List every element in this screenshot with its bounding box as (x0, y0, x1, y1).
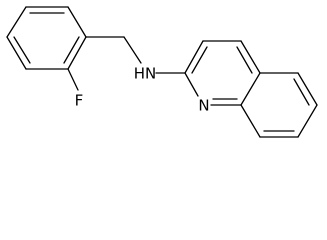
bond-ring1-f (6, 6, 27, 38)
atom-label-ring-nitrogen: N (198, 97, 209, 115)
fluorobenzene-ring (6, 6, 87, 70)
bond-carbon-fluorine (67, 68, 79, 91)
bond-q-c4-c4a (240, 40, 261, 74)
bond-q-n1-c2 (184, 72, 199, 97)
atom-label-amine: HN (134, 65, 157, 83)
bond-ring1-e-double (13, 36, 31, 64)
bond-q-c2-c3 (184, 40, 204, 74)
bond-q-c6-c7 (297, 104, 318, 138)
bond-q-c8-c8a (240, 104, 261, 138)
bond-q-c4-c4a-double (236, 46, 253, 74)
bond-ring1-c (67, 36, 87, 70)
bond-q-c2-c3-double (191, 46, 208, 74)
chemical-structure-diagram: F HN N (6, 6, 318, 138)
quinoline-pyridine-ring (184, 40, 261, 106)
bond-q-c5-c6 (297, 72, 318, 106)
quinoline-benzo-ring (240, 72, 318, 138)
atom-label-fluorine: F (75, 92, 84, 110)
bond-q-c5-c6-double (293, 78, 310, 106)
bond-ring1-c-double (63, 36, 80, 64)
bond-ch2-nh (123, 36, 142, 64)
bond-q-c4a-c8a (240, 72, 261, 106)
bond-ring1-e (6, 36, 27, 70)
bond-ring1-b (67, 6, 87, 38)
